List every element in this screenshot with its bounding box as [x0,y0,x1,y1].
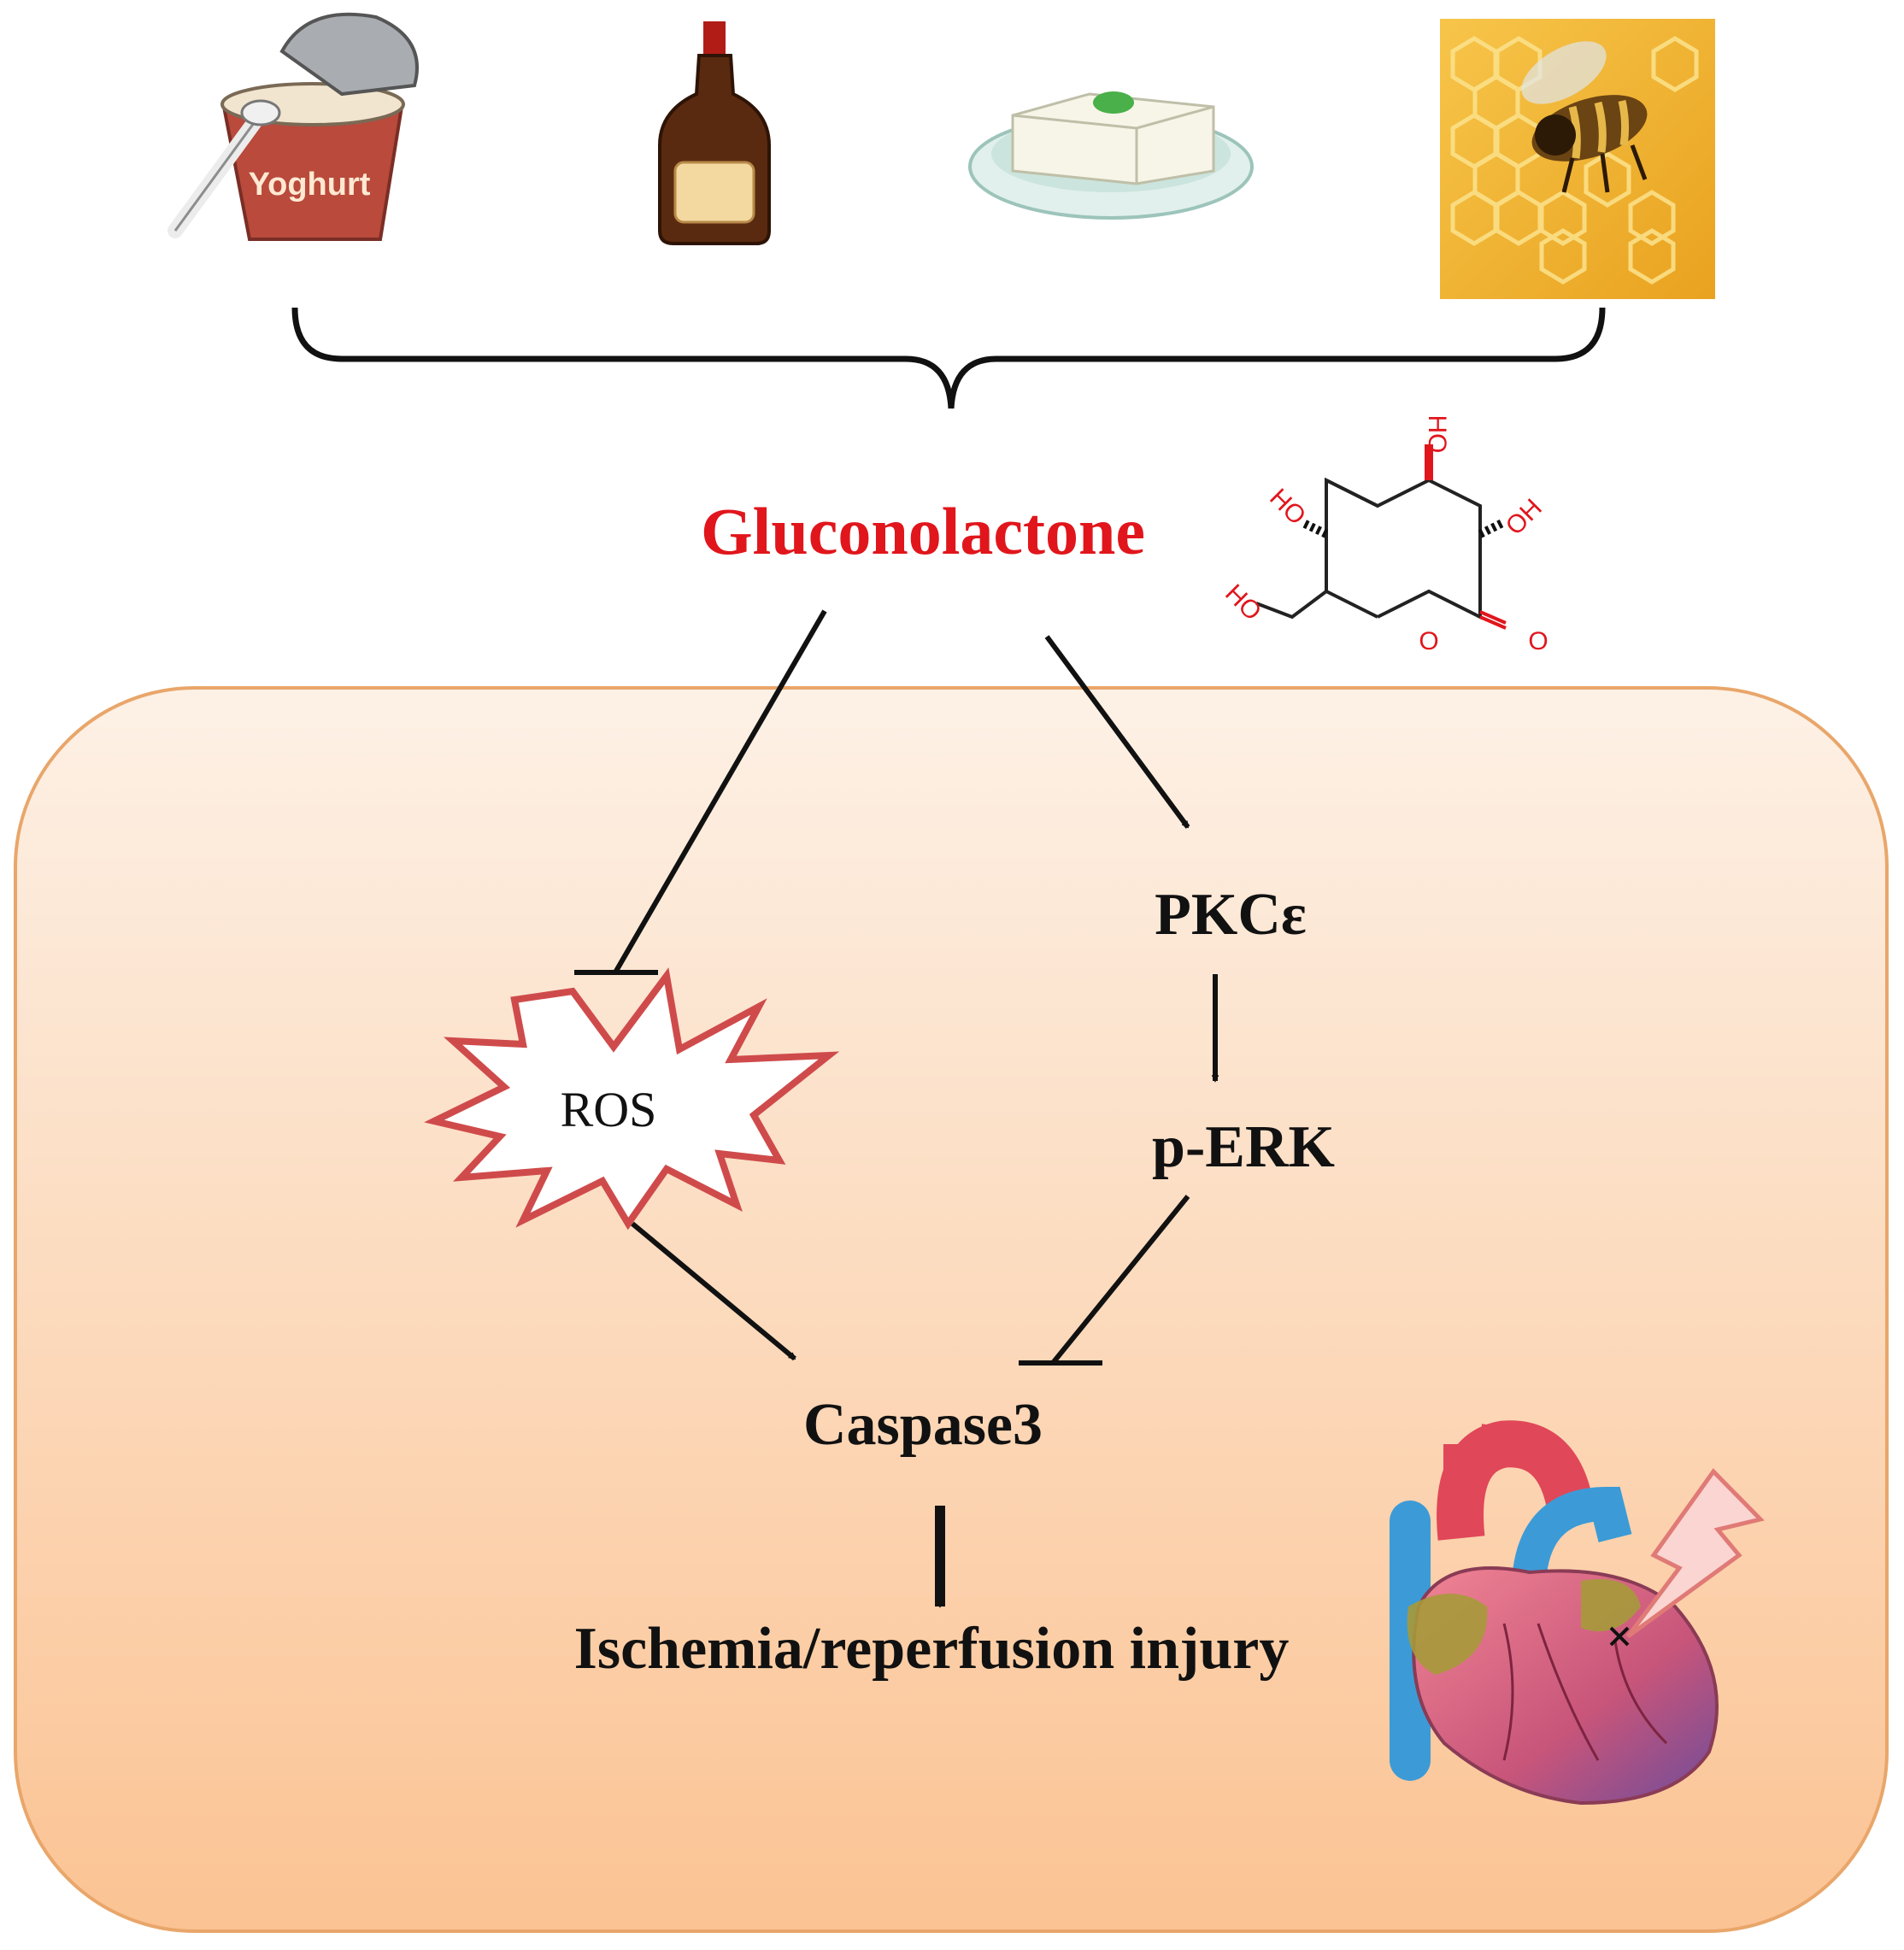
atom-oh-right: OH [1501,494,1548,541]
edge-ros-activates-caspase [631,1221,796,1361]
node-outcome: Ischemia/reperfusion injury [574,1616,1290,1682]
node-ros: ROS [561,1082,657,1137]
yoghurt-cup-icon: Yoghurt [167,12,419,241]
bottle-icon [658,21,771,245]
atom-carbonyl-o: O [1528,627,1548,655]
node-pkc: PKCε [1155,882,1307,948]
edge-perk-inhibits-caspase [1019,1195,1190,1366]
curly-brace [291,307,1606,409]
edge-gluconolactone-activates-pkc [1044,635,1190,829]
lightning-bolt-icon [1626,1468,1765,1639]
atom-ho-bottom: HO [1219,579,1266,626]
atom-ho-top: HO [1423,415,1451,454]
yoghurt-label: Yoghurt [249,167,371,203]
node-perk: p-ERK [1152,1114,1335,1180]
compound-name: Gluconolactone [701,494,1145,568]
node-caspase: Caspase3 [803,1392,1043,1458]
atom-ho-left: HO [1264,484,1311,531]
gluconolactone-structure [1255,444,1507,630]
atom-ring-o: O [1419,627,1438,655]
ros-burst [424,967,840,1230]
tofu-icon [968,91,1254,220]
honeycomb-bee-icon [1440,19,1715,299]
edge-gluconolactone-inhibits-ros [574,609,827,975]
